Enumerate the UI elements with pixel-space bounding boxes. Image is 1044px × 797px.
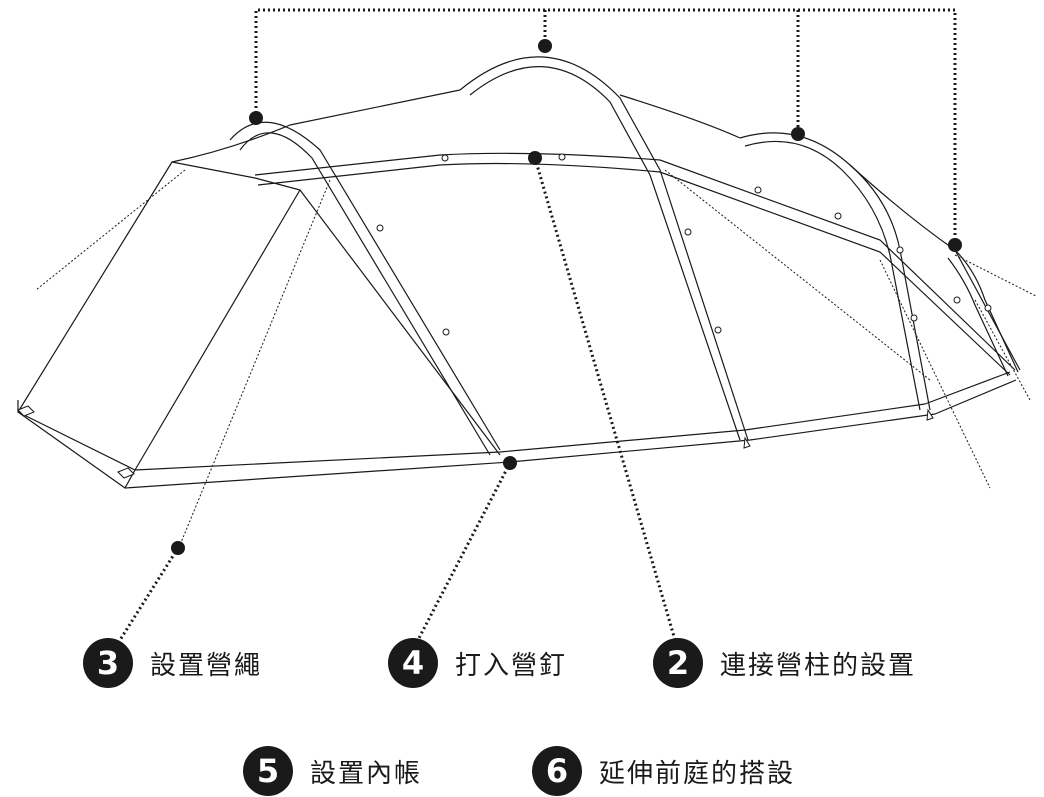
stake-loop xyxy=(117,467,135,479)
clip xyxy=(714,326,722,334)
step-number-badge: 4 xyxy=(388,638,438,688)
pole-4-inner xyxy=(947,257,1009,377)
ridge-pole-outer xyxy=(254,152,1016,371)
step-label: 連接營柱的設置 xyxy=(720,650,917,681)
clip xyxy=(754,186,762,194)
callout-dot xyxy=(948,238,962,252)
step-number-badge: 2 xyxy=(653,638,703,688)
guy-line-mid xyxy=(664,169,931,381)
pole-clips xyxy=(17,153,992,479)
clip xyxy=(910,314,918,322)
fly-top xyxy=(171,89,461,163)
callout-dot xyxy=(171,541,185,555)
callout-bracket-top xyxy=(254,8,957,245)
guy-lines xyxy=(35,169,1037,546)
step-label: 設置營繩 xyxy=(150,650,263,681)
guy-line-front xyxy=(179,179,331,546)
guy-line-right-1 xyxy=(879,259,991,489)
clip xyxy=(558,153,566,161)
clip xyxy=(896,246,904,254)
tent-outline xyxy=(17,89,1021,489)
guy-line-right-2 xyxy=(954,254,1037,297)
stake-loop xyxy=(17,405,35,417)
pole-1-outer xyxy=(229,121,501,451)
callout-lines xyxy=(118,8,957,641)
pole-3-inner xyxy=(744,140,921,411)
step-5-inner-tent: 5 設置內帳 xyxy=(243,745,422,797)
vestibule-panel xyxy=(17,161,301,471)
clip xyxy=(376,224,384,232)
fly-right xyxy=(849,164,956,251)
callout-dot xyxy=(249,111,263,125)
guy-line-right-3 xyxy=(974,299,1031,401)
step-2-pole-connection: 2 連接營柱的設置 xyxy=(653,637,916,689)
step-label: 延伸前庭的搭設 xyxy=(599,758,796,789)
step-number-badge: 6 xyxy=(532,746,582,796)
pole-1-inner xyxy=(239,132,491,456)
guy-line-left xyxy=(35,169,186,291)
step-6-vestibule: 6 延伸前庭的搭設 xyxy=(532,745,795,797)
step-3-guy-lines: 3 設置營繩 xyxy=(83,637,262,689)
clip xyxy=(684,228,692,236)
callout-line-step-3 xyxy=(118,547,180,641)
callout-dot xyxy=(528,151,542,165)
clip xyxy=(834,212,842,220)
stake-loop xyxy=(743,436,751,449)
tent-poles xyxy=(229,56,1019,456)
callout-dots xyxy=(171,39,962,555)
stake-loop xyxy=(926,408,934,421)
fly-ridge xyxy=(619,94,741,139)
clip xyxy=(953,296,961,304)
step-number-badge: 5 xyxy=(243,746,293,796)
pole-2-outer xyxy=(459,56,749,441)
clip xyxy=(984,304,992,312)
pole-4-outer xyxy=(954,249,1019,373)
base-edge xyxy=(134,371,1011,471)
step-label: 打入營釘 xyxy=(455,650,568,681)
step-number-badge: 3 xyxy=(83,638,133,688)
step-4-stakes: 4 打入營釘 xyxy=(388,637,567,689)
step-label: 設置內帳 xyxy=(310,758,423,789)
clip xyxy=(441,154,449,162)
pole-2-inner xyxy=(469,66,741,441)
ridge-pole-inner xyxy=(257,162,1011,376)
callout-dot xyxy=(538,39,552,53)
groundsheet xyxy=(124,379,1017,489)
callout-dot xyxy=(791,127,805,141)
clip xyxy=(442,328,450,336)
side-seam xyxy=(299,189,501,456)
callout-dot xyxy=(503,456,517,470)
callout-line-step-2 xyxy=(533,157,677,641)
pole-3-outer xyxy=(739,132,931,411)
callout-line-step-4 xyxy=(416,462,512,641)
front-groundsheet xyxy=(17,400,136,489)
